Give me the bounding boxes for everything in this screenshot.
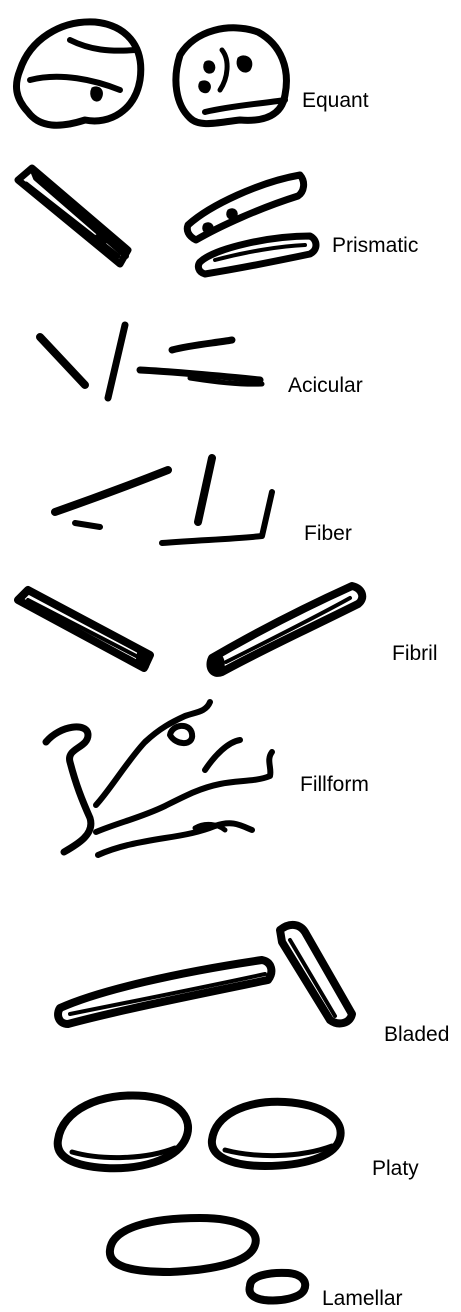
platy-particles [58, 1095, 341, 1168]
acicular-particles [40, 325, 262, 398]
bladed-particles [58, 925, 352, 1024]
label-acicular: Acicular [288, 375, 363, 396]
label-bladed: Bladed [384, 1024, 449, 1045]
label-lamellar: Lamellar [322, 1288, 403, 1309]
label-fibril: Fibril [392, 643, 438, 664]
label-fillform: Fillform [300, 774, 369, 795]
label-prismatic: Prismatic [332, 235, 418, 256]
lamellar-particles [110, 1218, 305, 1301]
fillform-particles [46, 702, 272, 855]
fiber-particles [55, 458, 272, 543]
prismatic-particles [18, 168, 316, 274]
label-platy: Platy [372, 1158, 419, 1179]
equant-particles [16, 22, 286, 125]
label-equant: Equant [302, 90, 369, 111]
fibril-particles [18, 586, 362, 673]
label-fiber: Fiber [304, 523, 352, 544]
